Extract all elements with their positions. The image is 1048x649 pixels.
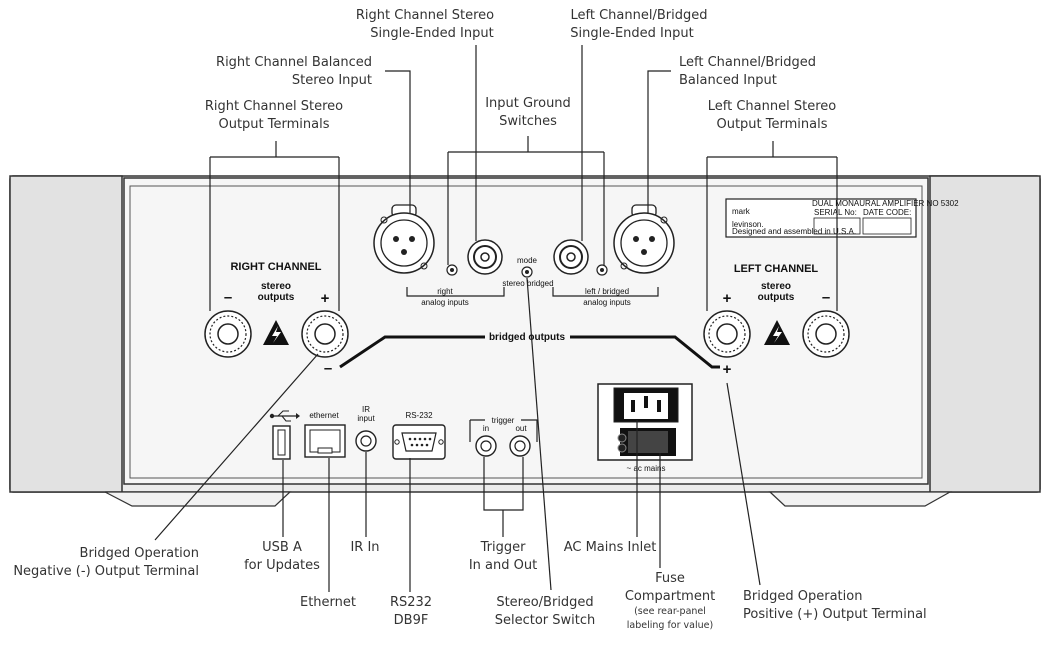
callout-right-se-1: Right Channel Stereo (356, 8, 494, 23)
ethernet-panel-label: ethernet (309, 411, 339, 420)
leader-lines (154, 45, 838, 592)
right-stereo-label: stereo (261, 281, 291, 292)
trigger-bracket (469, 419, 538, 442)
left-outputs-label: outputs (758, 292, 795, 303)
right-analog-label-2: analog inputs (421, 298, 469, 307)
rs232-panel-label: RS-232 (405, 411, 433, 420)
trigger-in-jack[interactable] (475, 435, 497, 457)
callout-ground-1: Input Ground (485, 96, 571, 111)
logo-levinson: levinson. (732, 220, 764, 229)
callout-right-balanced-1: Right Channel Balanced (216, 55, 372, 70)
warning-triangle-icon (764, 320, 790, 345)
callout-left-balanced-1: Left Channel/Bridged (679, 55, 816, 70)
left-minus-sign: – (822, 289, 830, 306)
left-plus-terminal[interactable] (703, 310, 751, 358)
usb-a-port[interactable] (272, 425, 291, 460)
callout-fuse-4: labeling for value) (627, 620, 713, 631)
left-analog-label-1: left / bridged (585, 287, 629, 296)
callout-usb-1: USB A (262, 540, 302, 555)
chassis (9, 175, 1041, 507)
callout-fuse-3: (see rear-panel (634, 606, 706, 617)
right-plus-terminal[interactable] (301, 310, 349, 358)
stereo-bridged-switch[interactable] (521, 266, 533, 278)
ir-input-jack[interactable] (355, 430, 377, 452)
rs232-port[interactable] (392, 424, 446, 460)
right-end-cap (929, 175, 1041, 493)
fuse-compartment[interactable] (617, 428, 676, 456)
bridged-outputs-bar: bridged outputs – + (324, 332, 732, 378)
bridged-plus-sign: + (723, 361, 732, 378)
callout-selector-2: Selector Switch (495, 613, 596, 628)
callout-fuse-2: Compartment (625, 589, 715, 604)
right-channel-label: RIGHT CHANNEL (230, 261, 321, 273)
serial-badge: mark levinson. Designed and assembled in… (725, 198, 959, 238)
trigger-panel-label: trigger (492, 416, 515, 425)
left-end-cap (9, 175, 123, 493)
right-analog-label-1: right (437, 287, 453, 296)
callout-left-se-2: Single-Ended Input (570, 26, 693, 41)
right-minus-terminal[interactable] (204, 310, 252, 358)
rear-plate-inset (129, 185, 923, 479)
callout-selector-1: Stereo/Bridged (496, 595, 593, 610)
ir-panel-label-2: input (357, 414, 375, 423)
bridged-minus-sign: – (324, 360, 332, 377)
warning-triangle-icon (263, 320, 289, 345)
ir-panel-label-1: IR (362, 405, 370, 414)
right-foot (768, 491, 953, 507)
ethernet-port[interactable] (304, 424, 346, 458)
serial-label: SERIAL No: (814, 208, 857, 217)
callout-left-out-1: Left Channel Stereo (708, 99, 836, 114)
trigger-in-label: in (483, 424, 489, 433)
callout-right-se-2: Single-Ended Input (370, 26, 493, 41)
callout-left-balanced-2: Balanced Input (679, 73, 777, 88)
left-channel-label: LEFT CHANNEL (734, 263, 819, 275)
left-rca-input[interactable] (553, 239, 589, 275)
right-outputs-label: outputs (258, 292, 295, 303)
callout-ground-2: Switches (499, 114, 557, 129)
bridged-outputs-label: bridged outputs (489, 332, 566, 343)
callout-rs232-2: DB9F (394, 613, 429, 628)
callout-trigger-2: In and Out (469, 558, 537, 573)
left-stereo-label: stereo (761, 281, 791, 292)
callout-ethernet: Ethernet (300, 595, 356, 610)
left-plus-sign: + (723, 290, 732, 307)
callout-trigger-1: Trigger (480, 540, 526, 555)
right-rca-input[interactable] (467, 239, 503, 275)
callout-right-out-2: Output Terminals (218, 117, 329, 132)
callout-ir-in: IR In (350, 540, 379, 555)
right-xlr-input[interactable] (373, 204, 435, 274)
callout-bridged-pos-2: Positive (+) Output Terminal (743, 607, 927, 622)
ac-mains-panel-label: ~ ac mains (627, 464, 666, 473)
left-analog-label-2: analog inputs (583, 298, 631, 307)
mode-label: mode (517, 256, 538, 265)
callout-fuse-1: Fuse (655, 571, 685, 586)
designed-label: Designed and assembled in U.S.A. (732, 227, 856, 236)
left-ground-switch[interactable] (596, 264, 608, 276)
left-minus-terminal[interactable] (802, 310, 850, 358)
callout-bridged-neg-1: Bridged Operation (80, 546, 199, 561)
callout-ac-inlet: AC Mains Inlet (564, 540, 657, 555)
left-analog-bracket (552, 287, 659, 297)
right-minus-sign: – (224, 289, 232, 306)
callout-left-se-1: Left Channel/Bridged (571, 8, 708, 23)
badge-title: DUAL MONAURAL AMPLIFIER NO 5302 (812, 199, 959, 208)
callout-rs232-1: RS232 (390, 595, 432, 610)
right-analog-bracket (406, 287, 505, 297)
left-xlr-input[interactable] (613, 204, 675, 274)
logo-mark: mark (732, 207, 751, 216)
callout-bridged-pos-1: Bridged Operation (743, 589, 862, 604)
trigger-out-label: out (515, 424, 527, 433)
callout-left-out-2: Output Terminals (716, 117, 827, 132)
right-ground-switch[interactable] (446, 264, 458, 276)
callout-usb-2: for Updates (244, 558, 320, 573)
right-plus-sign: + (321, 290, 330, 307)
date-code-label: DATE CODE: (863, 208, 911, 217)
callout-right-balanced-2: Stereo Input (292, 73, 372, 88)
callout-bridged-neg-2: Negative (-) Output Terminal (13, 564, 199, 579)
usb-icon (269, 410, 300, 422)
left-foot (104, 491, 292, 507)
callout-right-out-1: Right Channel Stereo (205, 99, 343, 114)
trigger-out-jack[interactable] (509, 435, 531, 457)
